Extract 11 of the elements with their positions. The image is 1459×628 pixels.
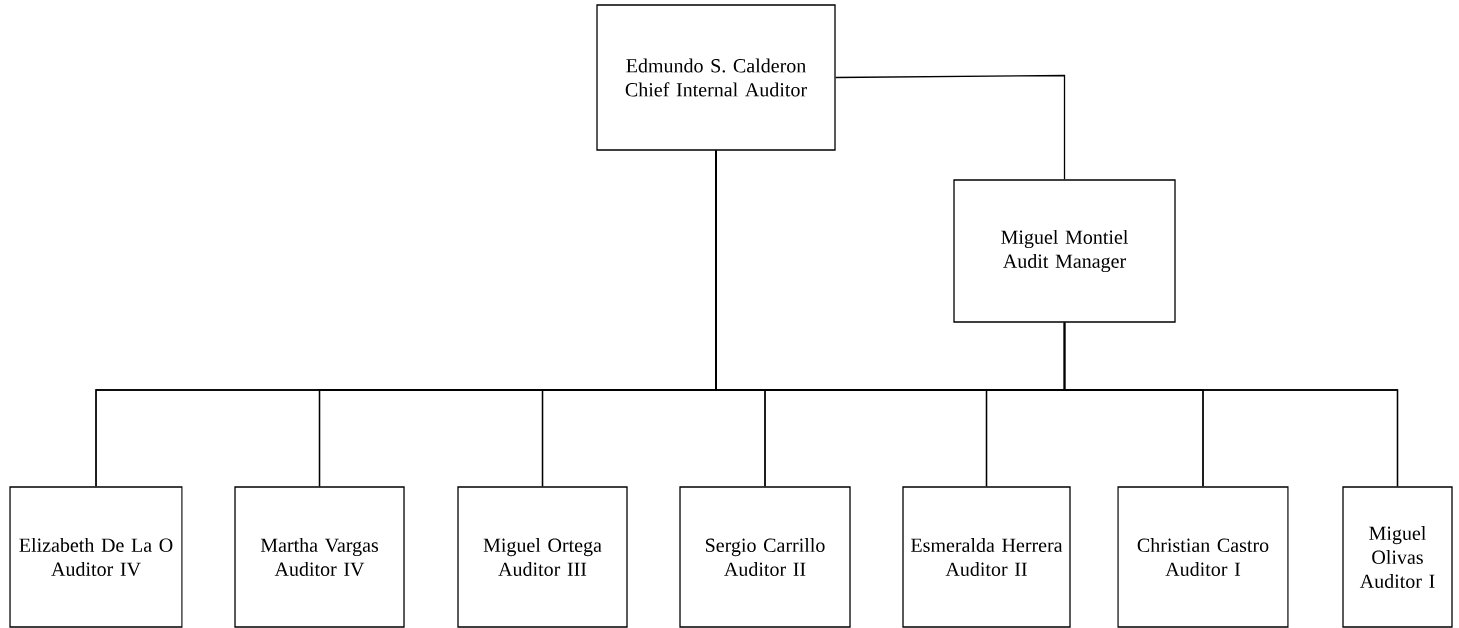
- person-box: Sergio Carrillo Auditor II: [679, 486, 851, 628]
- person-box: Miguel Ortega Auditor III: [457, 486, 628, 628]
- connector-line: [1063, 322, 1399, 487]
- person-box: Edmundo S. Calderon Chief Internal Auditor: [596, 4, 836, 151]
- person-box: Miguel Olivas Auditor I: [1342, 486, 1453, 628]
- person-box: Christian Castro Auditor I: [1117, 486, 1289, 628]
- connector-line: [835, 74, 1066, 180]
- person-box: Esmeralda Herrera Auditor II: [902, 486, 1071, 628]
- person-box: Elizabeth De La O Auditor IV: [9, 486, 183, 628]
- person-box: Martha Vargas Auditor IV: [234, 486, 405, 628]
- person-box: Miguel Montiel Audit Manager: [953, 179, 1176, 323]
